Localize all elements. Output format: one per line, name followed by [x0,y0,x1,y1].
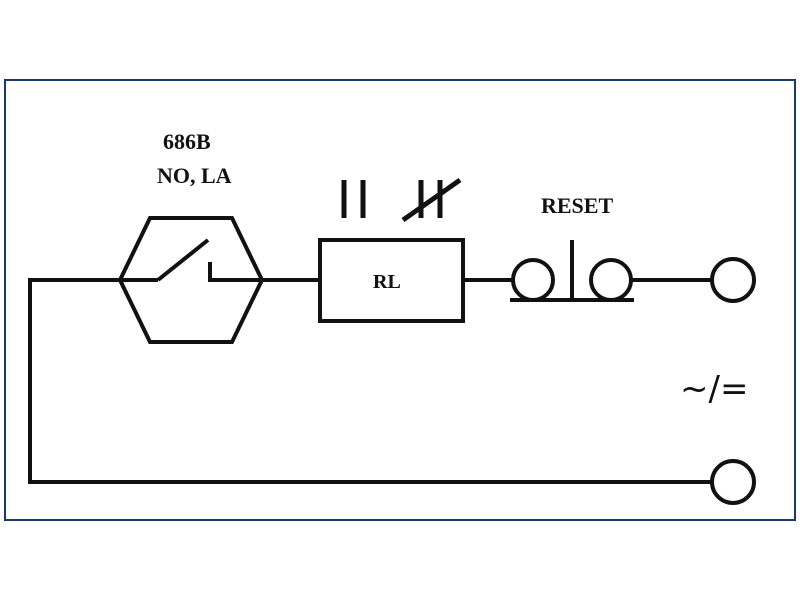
switch-fixed-contact [208,262,262,282]
nc-contact-slash [401,177,462,223]
supply-symbol-label: ~/= [680,369,748,409]
relay-symbol: RL [318,238,465,323]
switch-contact-label: NO, LA [157,163,232,188]
reset-contact-right [589,258,633,302]
reset-button-symbol [510,240,634,302]
switch-blade [156,238,210,282]
terminal-top [710,257,756,303]
relay-contacts-icon [341,177,462,223]
wiring [28,278,714,484]
switch-model-label: 686B [163,129,211,154]
relay-box [318,238,465,323]
diagram-frame [4,79,796,521]
terminal-bottom [710,459,756,505]
reset-contact-left [511,258,555,302]
pressure-switch-symbol [117,216,265,344]
return-wire [28,278,714,484]
reset-label: RESET [541,193,613,218]
relay-label: RL [373,271,401,293]
